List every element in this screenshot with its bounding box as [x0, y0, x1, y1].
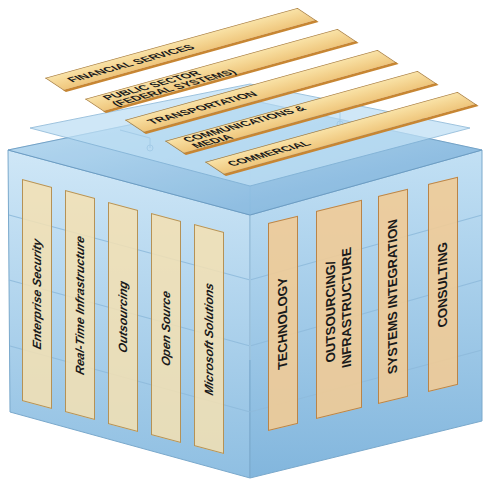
- solution-column: Real-Time Infrastructure: [65, 190, 95, 420]
- node-label: CONSULTING: [435, 239, 451, 328]
- solution-column: Open Source: [151, 213, 181, 443]
- solution-column: Enterprise Security: [22, 179, 52, 409]
- node-label: TECHNOLOGY: [275, 275, 291, 371]
- service-column: TECHNOLOGY: [268, 215, 298, 430]
- solution-column: Microsoft Solutions: [194, 224, 224, 454]
- solution-column: Outsourcing: [108, 202, 138, 432]
- node-label: Real-Time Infrastructure: [73, 234, 87, 376]
- node-label: Enterprise Security: [30, 237, 44, 351]
- service-column: OUTSOURCING/ INFRASTRUCTURE: [316, 200, 362, 419]
- node-label: Open Source: [159, 289, 173, 367]
- node-label: Microsoft Solutions: [202, 281, 216, 397]
- node-label: SYSTEMS INTEGRATION: [385, 217, 401, 375]
- service-column: CONSULTING: [428, 176, 458, 391]
- node-label: OUTSOURCING/ INFRASTRUCTURE: [323, 202, 355, 416]
- service-column: SYSTEMS INTEGRATION: [378, 188, 408, 403]
- node-label: Outsourcing: [116, 279, 130, 354]
